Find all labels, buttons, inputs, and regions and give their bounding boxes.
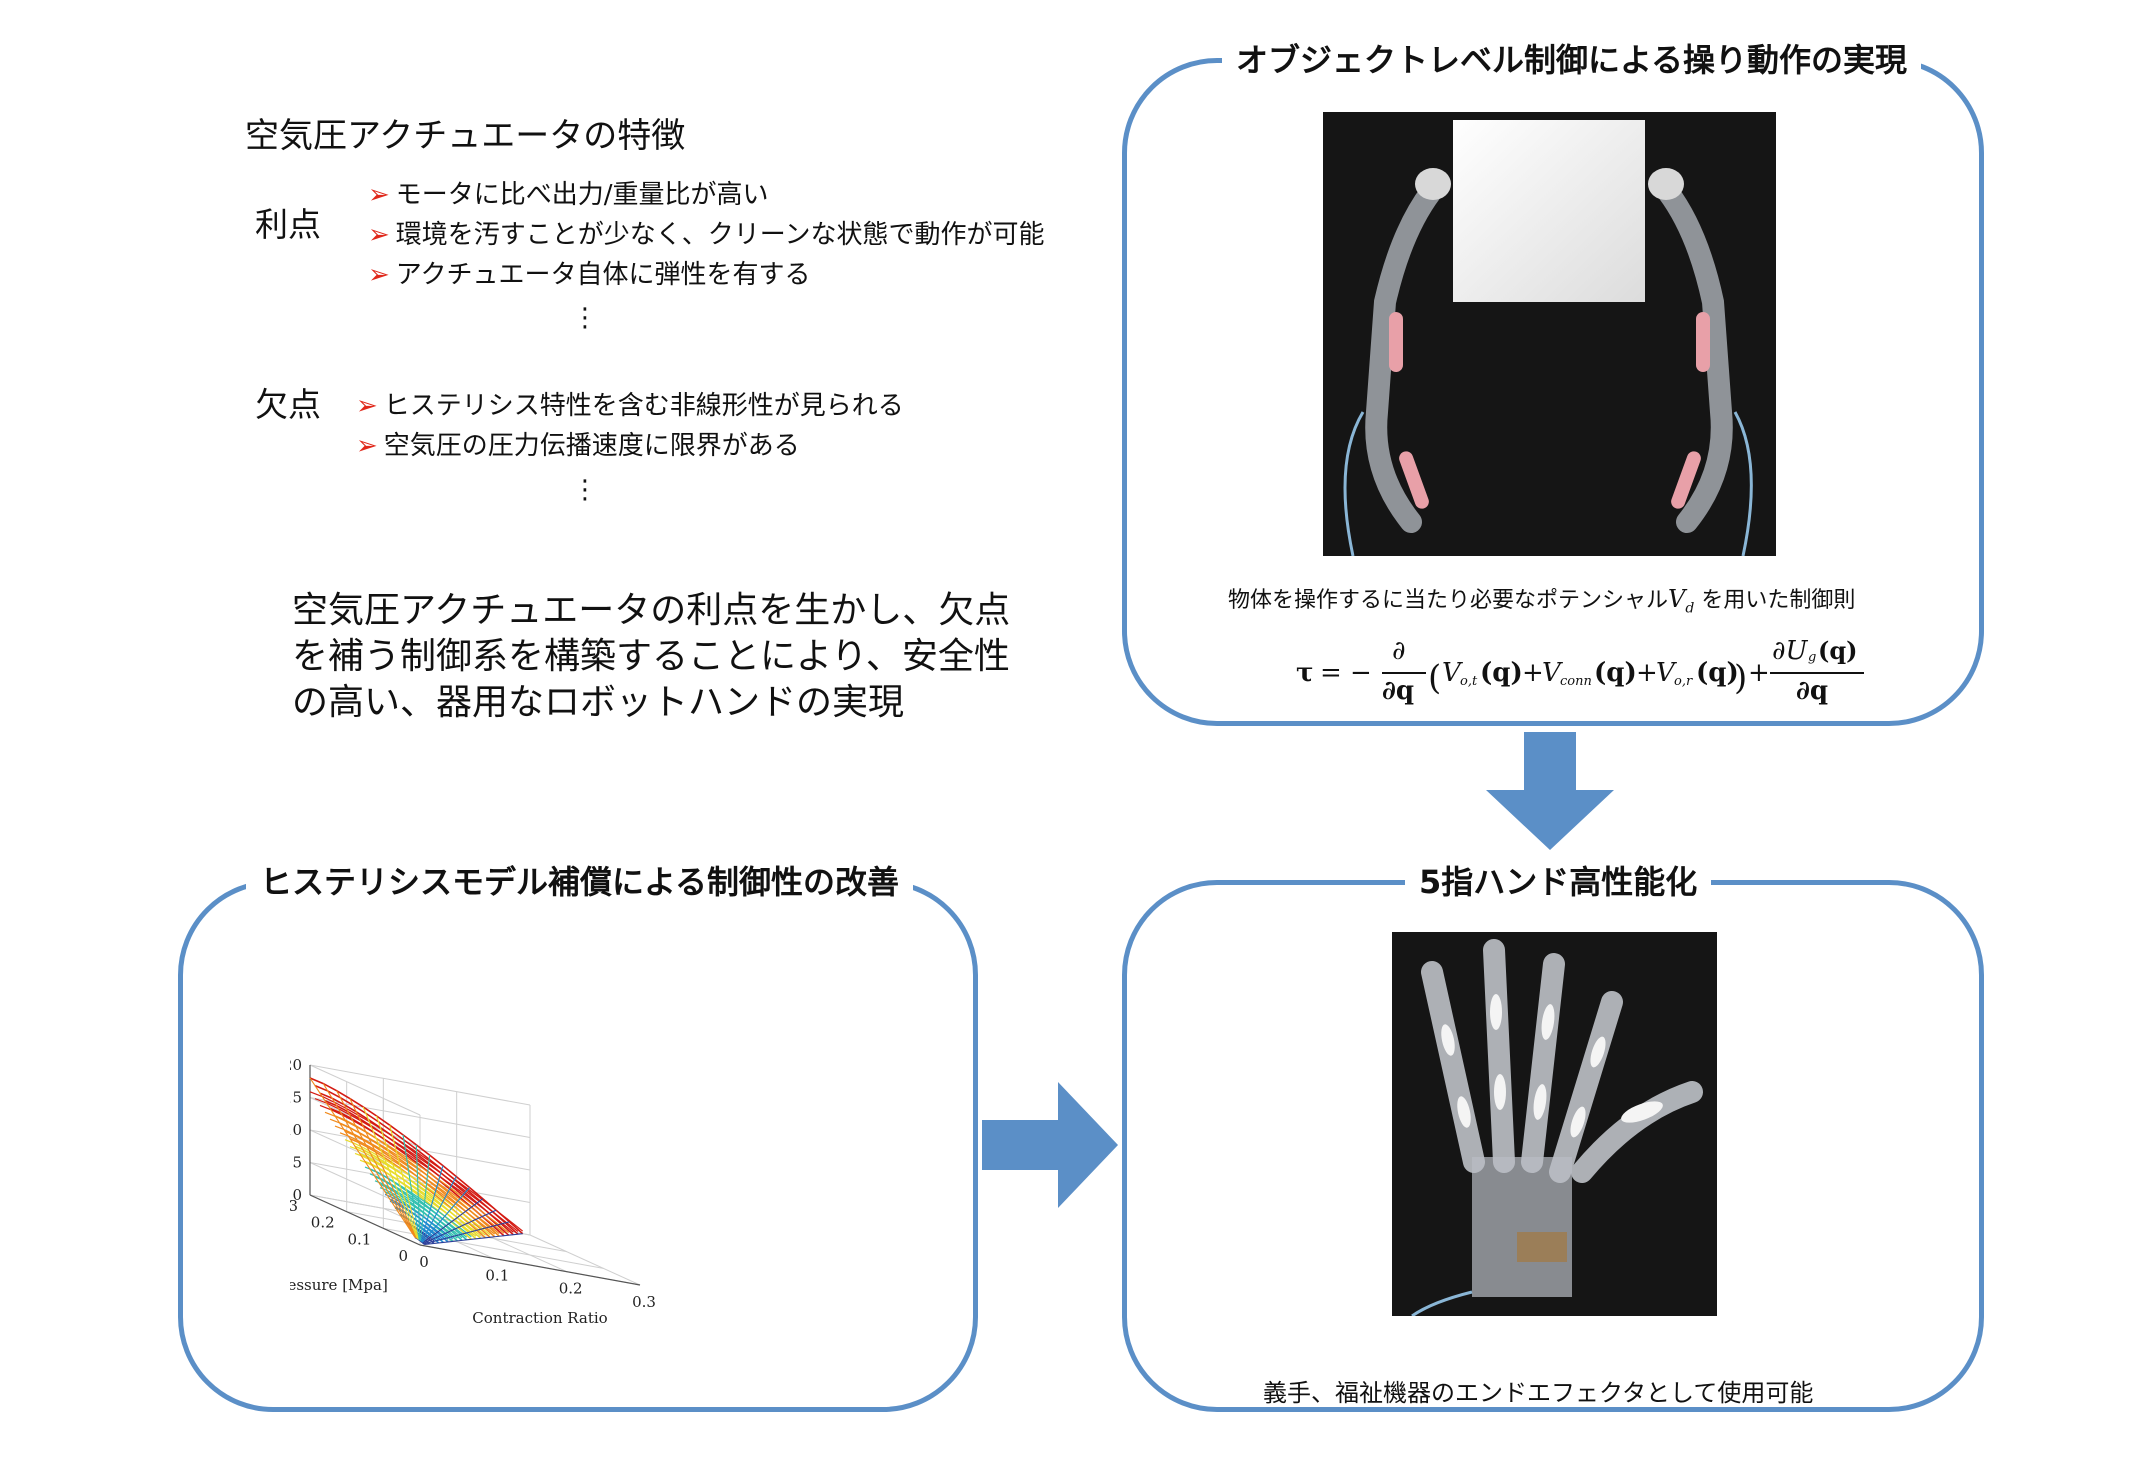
- surface-mesh-line: [415, 1144, 421, 1241]
- surface-mesh-line: [309, 1077, 416, 1238]
- surface-mesh-line: [422, 1198, 484, 1244]
- surface-mesh-line: [322, 1083, 417, 1238]
- advantages-ellipsis: ⋮: [572, 303, 598, 333]
- disadvantages-label: 欠点: [255, 385, 321, 424]
- grid-line: [456, 1221, 567, 1273]
- surface-mesh-line: [349, 1098, 418, 1239]
- hysteresis-surface-chart: 0510152000.10.20.300.10.20.3Load [N]Pres…: [290, 1056, 656, 1327]
- hysteresis-title: ヒステリシスモデル補償による制御性の改善: [246, 862, 914, 902]
- x-tick-label: 0.3: [632, 1293, 656, 1311]
- surface-mesh-line: [362, 1106, 418, 1239]
- y-tick-label: 0: [398, 1247, 408, 1265]
- x-axis-title: Contraction Ratio: [472, 1309, 607, 1327]
- list-item: ➢空気圧の圧力伝播速度に限界がある: [356, 431, 800, 461]
- list-item: ➢ヒステリシス特性を含む非線形性が見られる: [356, 391, 904, 421]
- object-control-title: オブジェクトレベル制御による操り動作の実現: [1222, 40, 1922, 80]
- hysteresis-panel: [178, 880, 978, 1412]
- robot-hand-photo-illustration: [1411, 939, 1703, 1316]
- grid-line: [309, 1064, 421, 1116]
- x-tick-label: 0.2: [559, 1280, 583, 1298]
- conclusion-line: を補う制御系を構築することにより、安全性: [292, 636, 1010, 677]
- z-tick-label: 10: [290, 1121, 302, 1139]
- five-finger-hand-caption: 義手、福祉機器のエンドエフェクタとして使用可能: [1263, 1379, 1814, 1407]
- bullet-arrow-icon: ➢: [368, 260, 390, 290]
- disadvantages-ellipsis: ⋮: [572, 475, 598, 505]
- surface-mesh-line: [420, 1165, 444, 1242]
- bullet-arrow-icon: ➢: [368, 220, 390, 250]
- x-tick-label: 0.1: [485, 1266, 509, 1284]
- gripper-photo-illustration: [1343, 120, 1753, 556]
- y-axis-line: [309, 1194, 421, 1246]
- list-item: ➢アクチュエータ自体に弾性を有する: [368, 260, 811, 290]
- surface-mesh-line: [421, 1176, 457, 1243]
- bullet-arrow-icon: ➢: [356, 391, 378, 421]
- x-tick-label: 0: [419, 1253, 429, 1271]
- five-finger-hand-title: 5指ハンド高性能化: [1405, 862, 1712, 902]
- x-axis-line: [419, 1244, 641, 1286]
- z-tick-label: 20: [290, 1056, 302, 1074]
- advantages-list: ➢モータに比べ出力/重量比が高い ➢環境を汚すことが少なく、クリーンな状態で動作…: [368, 175, 1045, 295]
- disadvantages-list: ➢ヒステリシス特性を含む非線形性が見られる ➢空気圧の圧力伝播速度に限界がある: [356, 386, 904, 466]
- robot-hand-photo: [1392, 932, 1717, 1316]
- grid-line: [309, 1064, 531, 1106]
- z-tick-label: 0: [292, 1186, 302, 1204]
- grid-line: [309, 1162, 421, 1213]
- surface-mesh-line: [402, 1134, 420, 1241]
- conclusion-line: 空気圧アクチュエータの利点を生かし、欠点: [292, 590, 1011, 631]
- bullet-arrow-icon: ➢: [368, 180, 390, 210]
- features-heading: 空気圧アクチュエータの特徴: [245, 116, 686, 156]
- control-law-equation: τ = − ∂ ∂q ( V o,t (q) + V conn (q) + V …: [1296, 636, 1864, 716]
- surface-mesh-line: [419, 1155, 431, 1241]
- y-tick-label: 0.3: [290, 1197, 298, 1215]
- gripper-photo: [1323, 112, 1776, 556]
- surface-mesh-line: [421, 1187, 470, 1243]
- surface-mesh-line: [423, 1221, 510, 1245]
- conclusion-text: 空気圧アクチュエータの利点を生かし、欠点 を補う制御系を構築することにより、安全…: [292, 588, 1010, 726]
- list-item: ➢モータに比べ出力/重量比が高い: [368, 180, 769, 210]
- y-tick-label: 0.1: [347, 1230, 371, 1248]
- bullet-arrow-icon: ➢: [356, 431, 378, 461]
- surface-mesh-line: [389, 1125, 420, 1240]
- surface-mesh-line: [336, 1090, 417, 1239]
- surface-mesh-line: [423, 1209, 497, 1244]
- down-arrow-icon: [1486, 732, 1614, 850]
- advantages-label: 利点: [255, 205, 321, 244]
- grid-line: [529, 1234, 641, 1286]
- surface-mesh-line: [375, 1115, 419, 1240]
- surface-mesh-line: [424, 1233, 523, 1246]
- z-tick-label: 15: [290, 1089, 302, 1107]
- object-control-caption: 物体を操作するに当たり必要なポテンシャルVd を用いた制御則: [1228, 585, 1856, 617]
- y-axis-title: Pressure [Mpa]: [290, 1276, 388, 1294]
- conclusion-line: の高い、器用なロボットハンドの実現: [292, 682, 905, 723]
- right-arrow-icon: [982, 1082, 1118, 1208]
- list-item: ➢環境を汚すことが少なく、クリーンな状態で動作が可能: [368, 220, 1045, 250]
- z-tick-label: 5: [292, 1154, 302, 1172]
- y-tick-label: 0.2: [311, 1214, 335, 1232]
